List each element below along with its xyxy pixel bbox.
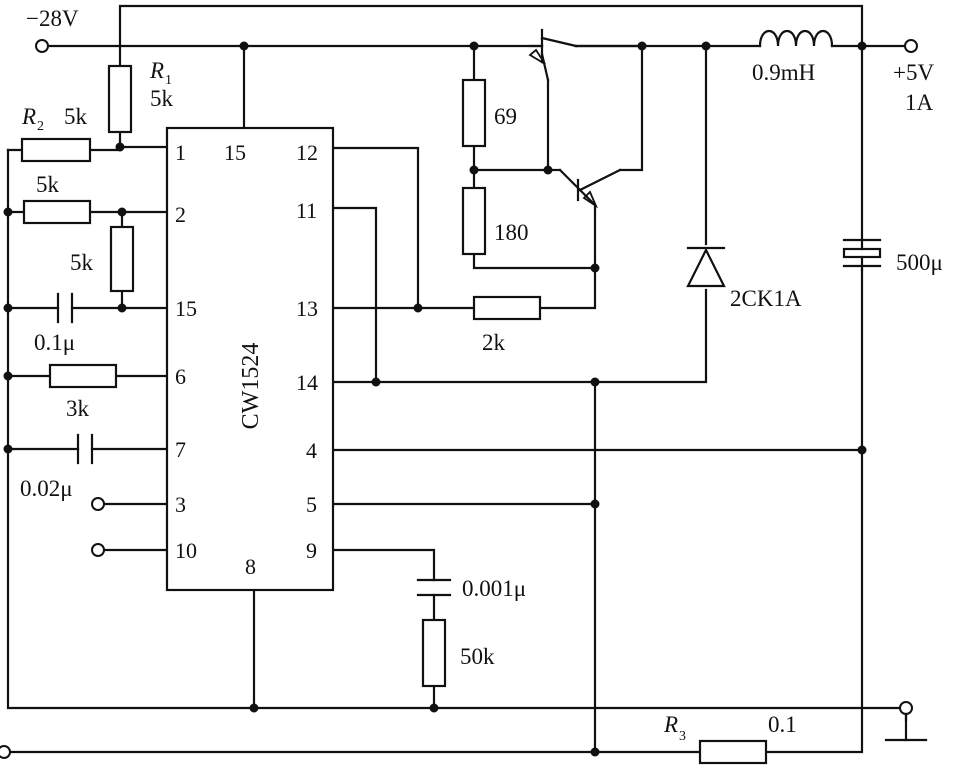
label-r2-name: R bbox=[21, 104, 36, 129]
resistor-180 bbox=[461, 186, 487, 256]
resistor-pin6 bbox=[48, 363, 118, 389]
transistor-q2 bbox=[558, 168, 622, 209]
pin-label-13: 13 bbox=[296, 296, 318, 321]
label-r-2k: 2k bbox=[482, 330, 506, 355]
label-input-voltage: −28V bbox=[26, 6, 79, 31]
capacitor-comp bbox=[416, 578, 452, 597]
label-r-vertical: 5k bbox=[70, 250, 94, 275]
ground-symbol bbox=[884, 712, 928, 742]
capacitor-output-500u bbox=[842, 238, 882, 272]
pin-label-5: 5 bbox=[306, 492, 317, 517]
terminals bbox=[0, 39, 918, 759]
pin-label-1: 1 bbox=[175, 140, 186, 165]
resistor-50k bbox=[421, 618, 447, 688]
pin-label-15-top: 15 bbox=[224, 140, 246, 165]
transistor-q1 bbox=[528, 28, 578, 82]
label-c-pin15: 0.1μ bbox=[34, 330, 75, 355]
label-r3-sub: 3 bbox=[679, 729, 686, 744]
capacitor-pin15 bbox=[56, 292, 74, 324]
label-r2-sub: 2 bbox=[37, 119, 44, 134]
label-c-pin7: 0.02μ bbox=[20, 476, 73, 501]
chip-name: CW1524 bbox=[238, 343, 264, 430]
label-r-180: 180 bbox=[494, 220, 529, 245]
pin-label-6: 6 bbox=[175, 364, 186, 389]
label-r-pin2: 5k bbox=[36, 172, 60, 197]
wires bbox=[6, 4, 908, 754]
pin-label-2: 2 bbox=[175, 202, 186, 227]
label-r1-value: 5k bbox=[150, 86, 174, 111]
labels: −28V +5V 1A R 1 5k R 2 5k 5k 5k 0.1μ 3k … bbox=[20, 6, 943, 744]
pin-label-15: 15 bbox=[175, 296, 197, 321]
diode-2ck1a bbox=[686, 246, 726, 288]
label-r1-name: R bbox=[149, 58, 164, 83]
pin-label-11: 11 bbox=[296, 198, 317, 223]
label-output-voltage: +5V bbox=[893, 60, 934, 85]
pin-label-8: 8 bbox=[245, 554, 256, 579]
terminal-ground bbox=[899, 701, 913, 715]
label-r2-value: 5k bbox=[64, 104, 88, 129]
pin-label-14: 14 bbox=[296, 370, 318, 395]
label-r-comp: 50k bbox=[460, 644, 495, 669]
junction-dots bbox=[3, 41, 867, 757]
pin-label-3: 3 bbox=[175, 492, 186, 517]
terminal-pin3 bbox=[91, 497, 105, 511]
label-r3-value: 0.1 bbox=[768, 712, 797, 737]
cw1524-chip: CW1524 1 15 2 15 6 7 3 10 8 12 11 13 14 … bbox=[165, 126, 335, 592]
resistor-r3 bbox=[698, 739, 768, 765]
label-r1-sub: 1 bbox=[165, 73, 172, 88]
resistor-vertical-5k bbox=[109, 225, 135, 293]
label-inductor: 0.9mH bbox=[752, 60, 815, 85]
label-r-pin6: 3k bbox=[66, 396, 90, 421]
terminal-bottom-left bbox=[0, 745, 11, 759]
resistor-pin2 bbox=[22, 199, 92, 225]
resistor-2k bbox=[472, 295, 542, 321]
pin-label-12: 12 bbox=[296, 140, 318, 165]
resistor-r1 bbox=[107, 64, 133, 134]
pin-label-7: 7 bbox=[175, 437, 186, 462]
resistor-69 bbox=[461, 78, 487, 148]
label-output-current: 1A bbox=[905, 90, 934, 115]
label-r-69: 69 bbox=[494, 104, 517, 129]
terminal-minus28v bbox=[35, 39, 49, 53]
label-c-out: 500μ bbox=[896, 250, 943, 275]
resistor-r2 bbox=[20, 137, 92, 163]
pin-label-9: 9 bbox=[306, 538, 317, 563]
pin-label-4: 4 bbox=[306, 438, 317, 463]
label-c-comp: 0.001μ bbox=[462, 576, 526, 601]
terminal-plus5v bbox=[904, 39, 918, 53]
label-diode: 2CK1A bbox=[730, 286, 802, 311]
inductor-0.9mH bbox=[758, 29, 834, 48]
label-r3-name: R bbox=[663, 712, 678, 737]
terminal-pin10 bbox=[91, 543, 105, 557]
capacitor-pin7 bbox=[76, 433, 94, 465]
pin-label-10: 10 bbox=[175, 538, 197, 563]
